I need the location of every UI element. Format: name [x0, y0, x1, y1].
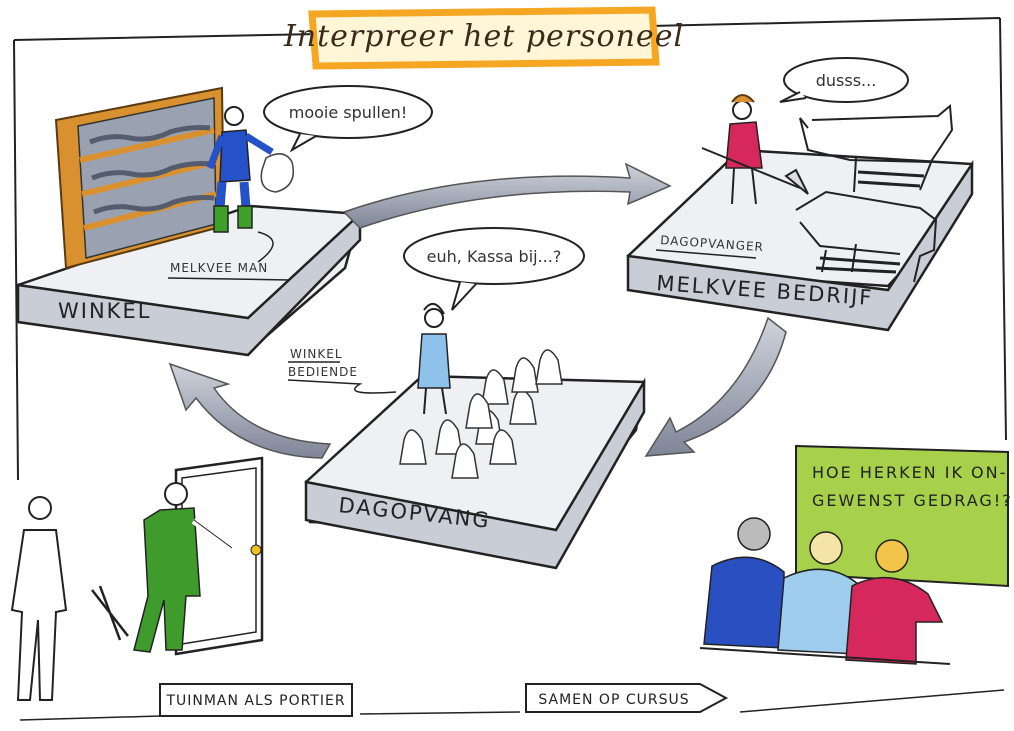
dagopvang-speech-text: euh, Kassa bij...? [427, 247, 562, 266]
attendee-man [703, 517, 785, 649]
winkel-person-label: MELKVEE MAN [167, 231, 291, 281]
course-attendees [699, 517, 951, 665]
winkel-speech-text: mooie spullen! [289, 103, 407, 122]
title-banner: Interpreer het personeel [283, 6, 684, 70]
winkel-platform-label: WINKEL [58, 299, 151, 323]
attendee-blonde-woman [777, 531, 859, 655]
gardener-sign-text: TUINMAN ALS PORTIER [165, 693, 345, 709]
farmhand-figure [701, 94, 809, 205]
attendee-red-woman [845, 539, 944, 665]
shop-assistant-figure [417, 303, 451, 415]
dagopvang-speech-bubble: euh, Kassa bij...? [403, 227, 585, 311]
winkel-speech-bubble: mooie spullen! [263, 85, 433, 153]
winkel-bediende-label-line1: WINKEL [290, 347, 343, 361]
page-title: Interpreer het personeel [283, 19, 684, 54]
board-text-line2: GEWENST GEDRAG!? [812, 491, 1013, 510]
standing-man-figure [10, 496, 68, 701]
cow-1 [799, 104, 954, 193]
shop-shelf [54, 86, 226, 270]
farmer-figure [206, 106, 294, 233]
children-crowd [399, 349, 563, 479]
frame-line [13, 17, 1007, 481]
course-sign: SAMEN OP CURSUS [525, 683, 729, 713]
melkveebedrijf-speech-bubble: dusss... [779, 57, 909, 103]
course-sign-text: SAMEN OP CURSUS [538, 692, 689, 708]
dagopvang-person-label: WINKEL BEDIENDE [287, 347, 397, 394]
melkvee-man-label: MELKVEE MAN [170, 261, 268, 275]
arrow-dagopvang-to-winkel [168, 362, 332, 459]
arrow-winkel-to-melkvee [342, 162, 672, 229]
board-text-line1: HOE HERKEN IK ON- [812, 463, 1007, 482]
melkveebedrijf-speech-text: dusss... [816, 71, 877, 90]
cow-2 [795, 190, 938, 283]
gardener-figure [91, 482, 235, 653]
dagopvang-platform: DAGOPVANG [304, 374, 646, 570]
gardener-sign: TUINMAN ALS PORTIER [159, 683, 353, 717]
winkel-bediende-label-line2: BEDIENDE [288, 365, 358, 379]
course-board: HOE HERKEN IK ON- GEWENST GEDRAG!? [795, 444, 1013, 588]
floor-line [19, 689, 1005, 721]
arrow-melkvee-to-dagopvang [644, 316, 787, 457]
